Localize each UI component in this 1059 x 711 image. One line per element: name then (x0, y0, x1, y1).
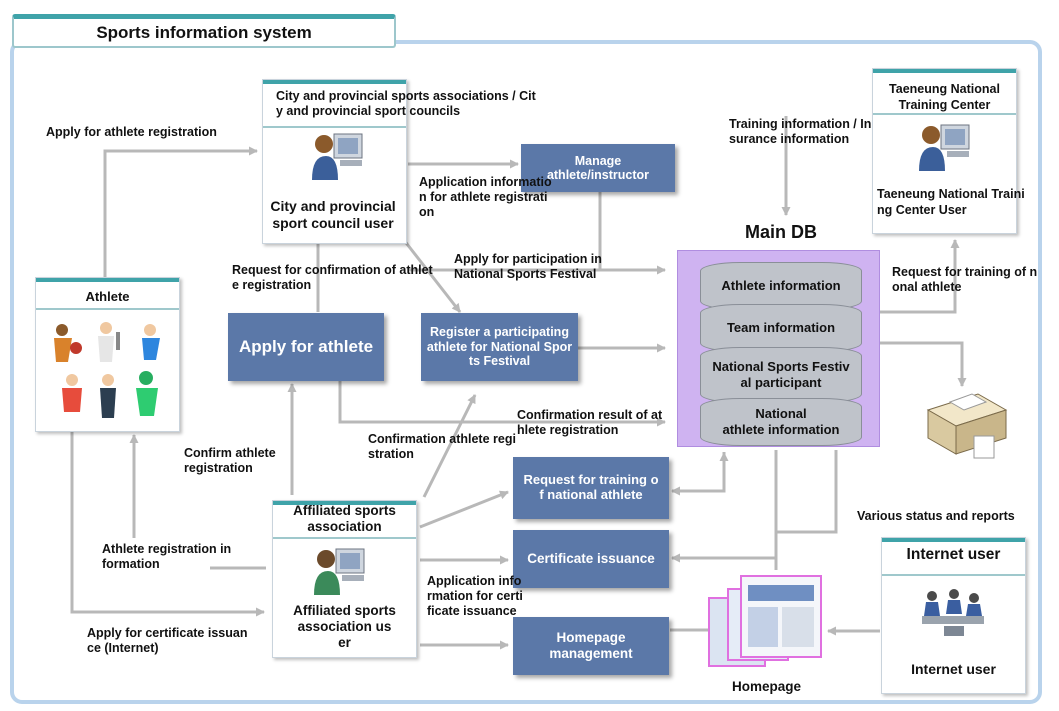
arrow-affiliated-register (422, 394, 477, 498)
homepage-label: Homepage (732, 679, 802, 694)
internet-users-icon (922, 589, 984, 636)
taeneung-title: Taeneung National Training Center (889, 82, 1000, 112)
label-app-info-registration: Application informatio n for athlete reg… (419, 175, 552, 219)
homepage-management-box: Homepage management (513, 617, 669, 675)
line-apply-confirm-result (338, 381, 666, 427)
label-apply-certificate: Apply for certificate issuan ce (Interne… (87, 626, 248, 655)
arrow-db-printer (880, 341, 967, 387)
user-at-computer-icon (919, 124, 970, 171)
affiliated-user: Affiliated sports association us er (293, 603, 396, 650)
label-confirmation-athlete-reg: Confirmation athlete regi stration (368, 432, 516, 461)
label-request-training-national: Request for training of nati onal athlet… (892, 265, 1037, 294)
printer-icon (926, 393, 1008, 459)
internet-user-title: Internet user (906, 546, 1001, 563)
city-user-label: City and provincial sport council user (270, 198, 396, 231)
label-training-insurance: Training information / In surance inform… (729, 117, 872, 146)
db-team-info: Team information (700, 304, 862, 352)
city-panel-title: City and provincial sports associations … (276, 89, 536, 118)
db-national-athlete: National athlete information (700, 398, 862, 446)
label-app-info-certificate: Application info rmation for certi ficat… (427, 574, 523, 618)
arrow-apply-certificate (70, 432, 265, 617)
apply-athlete-box: Apply for athlete (228, 313, 384, 381)
label-confirm-athlete-registration: Confirm athlete registration (184, 446, 276, 475)
request-training-box: Request for training o f national athlet… (513, 457, 669, 519)
arrow-request-taeneung (880, 239, 960, 314)
label-apply-registration: Apply for athlete registration (46, 125, 217, 139)
certificate-box: Certificate issuance (513, 530, 669, 588)
user-at-computer-icon (314, 548, 365, 595)
label-apply-participation: Apply for participation in National Spor… (454, 252, 602, 281)
user-at-computer-icon (312, 133, 363, 180)
arrow-apply-registration (103, 146, 258, 277)
taeneung-user: Taeneung National Traini ng Center User (877, 187, 1025, 217)
label-athlete-registration-info: Athlete registration in formation (102, 542, 232, 571)
arrow-city-register (398, 234, 462, 313)
manage-athlete-box: Manage athlete/instructor (521, 144, 675, 192)
db-athlete-info: Athlete information (700, 262, 862, 310)
arrow-db-training (671, 452, 726, 496)
system-title: Sports information system (12, 14, 396, 48)
label-confirmation-result: Confirmation result of at hlete registra… (517, 408, 663, 437)
register-festival-box: Register a participating athlete for Nat… (421, 313, 578, 381)
athlete-title: Athlete (85, 289, 130, 304)
taeneung-panel (872, 68, 1017, 234)
line-db-homepage (774, 450, 838, 570)
athletes-illustration (54, 322, 160, 418)
arrow-affiliated-training (419, 490, 509, 529)
main-db-title: Main DB (745, 222, 817, 242)
internet-user-label: Internet user (911, 661, 996, 677)
label-status-reports: Various status and reports (857, 509, 1015, 523)
affiliated-title: Affiliated sports association (293, 503, 396, 534)
db-festival-participant: National Sports Festiv al participant (700, 347, 862, 403)
internet-user-panel (881, 537, 1026, 694)
label-request-confirmation: Request for confirmation of athlet e reg… (232, 263, 433, 292)
homepage-screenshot-front (740, 575, 822, 658)
